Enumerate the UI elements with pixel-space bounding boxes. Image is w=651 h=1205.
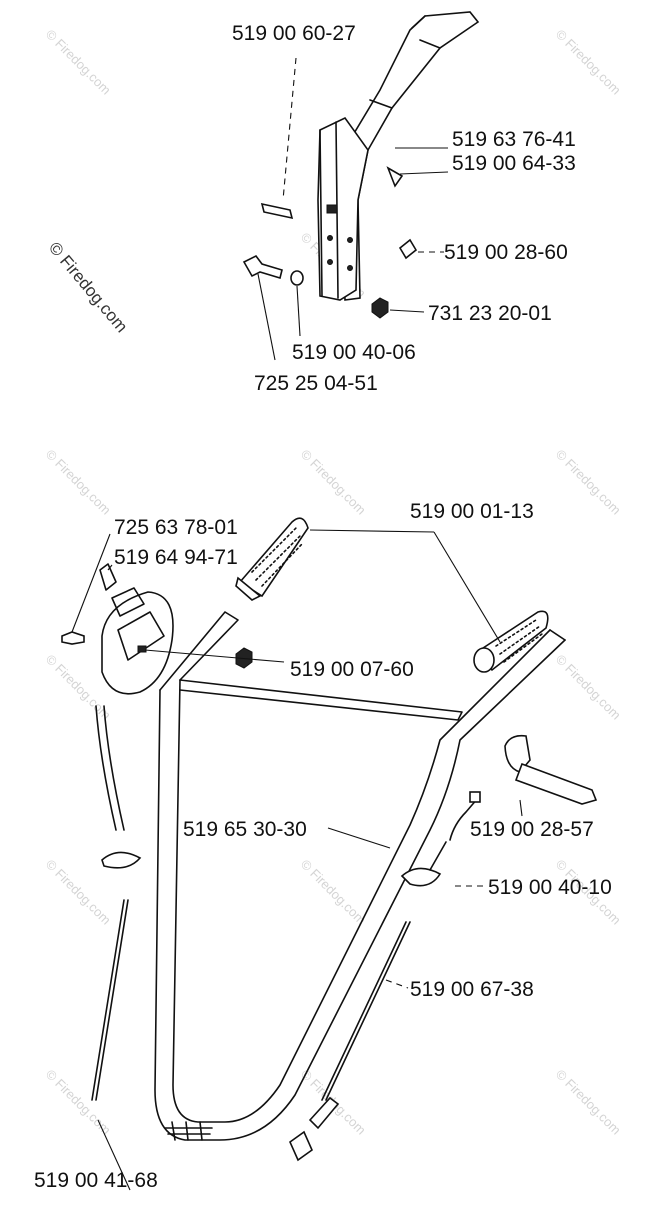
watermark: © Firedog.com [43,27,114,98]
watermark: © Firedog.com [298,857,369,928]
part-label: 519 00 64-33 [452,152,576,175]
watermark: © Firedog.com [553,652,624,723]
bracket-assembly [317,11,480,301]
bottom-leaders [71,529,523,1191]
watermark: © Firedog.com [43,857,114,928]
bolt [242,254,283,280]
part-label: 519 00 28-60 [444,241,568,264]
screw [61,631,85,645]
left-cable [91,705,142,1101]
part-label: 519 00 01-13 [410,500,534,523]
watermark: © Firedog.com [553,447,624,518]
part-label: 519 65 30-30 [183,818,307,841]
watermark: © Firedog.com [43,1067,114,1138]
nut [371,297,389,319]
part-label: 725 25 04-51 [254,372,378,395]
watermark: © Firedog.com [553,27,624,98]
watermark: © Firedog.com [298,447,369,518]
part-label: 519 00 41-68 [34,1169,158,1192]
part-label: 519 00 28-57 [470,818,594,841]
part-label: 519 00 40-06 [292,341,416,364]
part-label: 519 00 07-60 [290,658,414,681]
handlebar-frame [154,611,566,1141]
watermark-large: © Firedog.com [45,238,131,336]
part-label: 731 23 20-01 [428,302,552,325]
cap-washer [398,238,418,260]
brake-lever [504,734,598,805]
part-label: 519 64 94-71 [114,546,238,569]
part-label: 519 00 60-27 [232,22,356,45]
pin [260,202,294,220]
bracket-plate [317,116,369,301]
right-grip [473,610,549,673]
part-label: 519 00 67-38 [410,978,534,1001]
part-label: 519 63 76-41 [452,128,576,151]
throttle-housing [99,563,174,695]
part-label: 519 00 40-10 [488,876,612,899]
part-label: 725 63 78-01 [114,516,238,539]
right-cable [289,791,481,1162]
left-grip [235,517,309,601]
watermark: © Firedog.com [553,1067,624,1138]
top-leaders [257,147,449,361]
part-labels: 519 00 60-27 519 63 76-41 519 00 64-33 5… [34,22,612,1192]
washer [290,270,304,286]
clip [386,166,404,188]
watermark: © Firedog.com [43,447,114,518]
